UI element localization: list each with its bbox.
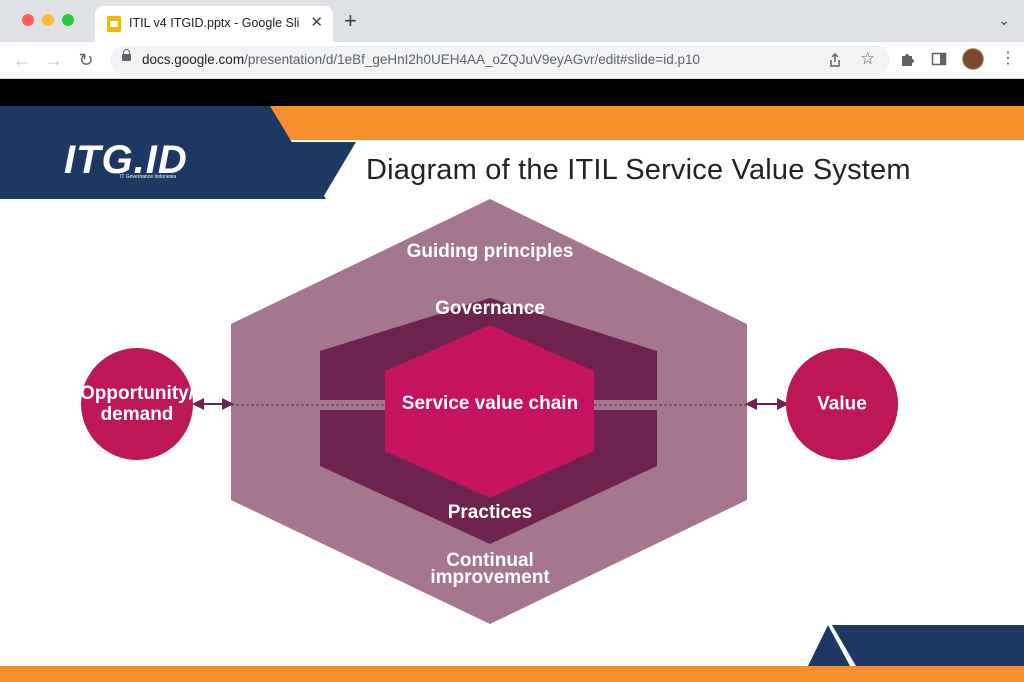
itg-id-logo: ITG.ID [64,138,188,182]
reload-icon[interactable]: ↻ [78,50,94,70]
opportunity-demand-label: Opportunity/ demand [80,383,194,425]
address-bar[interactable]: docs.google.com/presentation/d/1eBf_geHn… [110,46,890,74]
google-slides-icon [107,16,121,32]
lock-icon[interactable] [122,49,131,61]
slide-title: Diagram of the ITIL Service Value System [366,154,911,186]
new-tab-button[interactable]: + [344,8,357,33]
logo-subtext: IT Governance Indonesia [120,174,177,180]
zoom-window-button[interactable] [62,14,74,26]
header-navy-accent [276,142,356,199]
footer-orange-band [0,666,1024,682]
back-arrow-icon[interactable]: ← [13,50,31,70]
header-navy-banner [0,106,326,199]
opportunity-demand-circle [81,348,193,460]
continual-improvement-label: Continual improvement [430,550,550,588]
opportunity-line2: demand [100,404,174,425]
guiding-principles-label: Guiding principles [406,241,574,262]
tab-strip: ITIL v4 ITGID.pptx - Google Slides ✕ + ⌄ [0,0,1024,42]
slide-graphics [0,106,1024,682]
close-window-button[interactable] [22,14,34,26]
continual-improvement-line1: Continual [446,550,534,571]
opportunity-line1: Opportunity/ [80,383,194,404]
governance-label: Governance [435,298,545,319]
extensions-puzzle-icon[interactable] [900,51,916,67]
tab-title: ITIL v4 ITGID.pptx - Google Slides [129,16,299,30]
minimize-window-button[interactable] [42,14,54,26]
tab-close-icon[interactable]: ✕ [310,14,323,31]
slide-top-letterbox [0,79,1024,106]
forward-arrow-icon[interactable]: → [45,50,63,70]
value-label: Value [817,393,867,415]
profile-avatar[interactable] [962,48,984,70]
tab-search-chevron-icon[interactable]: ⌄ [998,12,1010,28]
practices-label: Practices [447,502,533,523]
bookmark-star-icon[interactable]: ☆ [860,49,876,68]
url-path: /presentation/d/1eBf_geHnI2h0UEH4AA_oZQJ… [244,52,700,67]
active-tab[interactable]: ITIL v4 ITGID.pptx - Google Slides ✕ [95,6,333,42]
side-panel-icon[interactable] [931,51,947,67]
browser-toolbar: ← → ↻ docs.google.com/presentation/d/1eB… [0,42,1024,79]
footer-navy-accent [808,625,850,666]
continual-improvement-line2: improvement [430,567,550,588]
more-options-icon[interactable]: ⋮ [1000,50,1016,67]
footer-navy-banner [832,625,1024,666]
service-value-chain-hexagon [385,325,594,498]
url-host: docs.google.com [142,52,245,67]
value-circle [786,348,898,460]
share-icon[interactable] [828,53,842,67]
service-value-chain-label: Service value chain [401,393,579,414]
slide-canvas: ITG.ID IT Governance Indonesia Diagram o… [0,106,1024,682]
header-orange-band [270,106,1024,140]
url-text[interactable]: docs.google.com/presentation/d/1eBf_geHn… [142,52,700,67]
